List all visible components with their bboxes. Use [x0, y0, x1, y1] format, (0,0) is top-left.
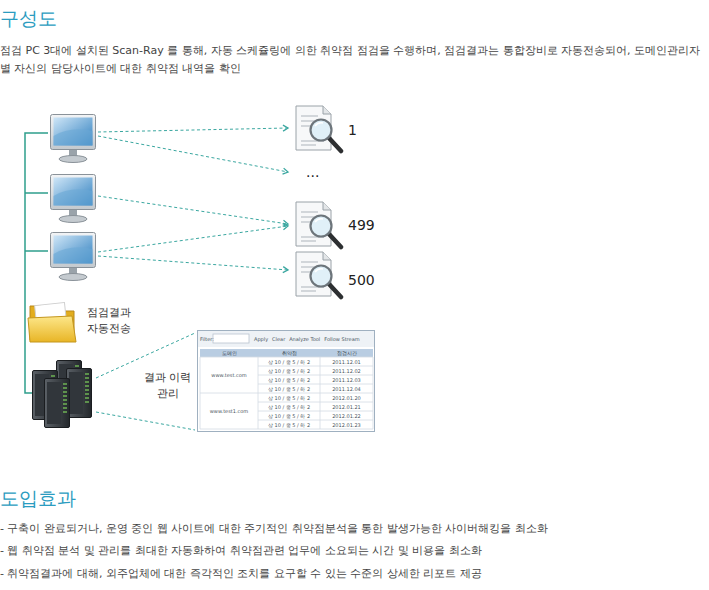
table-cell: 상 10 / 중 5 / 하 2 [258, 395, 320, 401]
table-cell: 2012.01.23 [320, 422, 373, 428]
bullet-text: - 웹 취약점 분석 및 관리를 최대한 자동화하여 취약점관련 업무에 소요되… [0, 542, 482, 560]
report-icon [296, 202, 341, 247]
section-heading: 도입효과 [0, 486, 76, 510]
table-cell: 상 10 / 중 5 / 하 2 [258, 368, 320, 374]
toolbar-text: Clear [272, 336, 285, 342]
callout-number: 499 [348, 216, 375, 234]
table-cell: www.test.com [200, 372, 258, 378]
callout-number: 1 [348, 121, 357, 139]
monitor-icon [51, 175, 96, 223]
report-icon [296, 252, 341, 297]
table-cell: 2011.12.04 [320, 386, 373, 392]
server-caption: 결과 이력관리 [140, 370, 195, 402]
table-cell: 상 10 / 중 5 / 하 2 [258, 386, 320, 392]
folder-caption: 점검결과 자동전송 [87, 305, 138, 337]
report-icon [296, 106, 341, 151]
table-cell: 상 10 / 중 5 / 하 2 [258, 377, 320, 383]
scan-arrows [98, 128, 288, 270]
table-header: 취약점 [258, 350, 320, 356]
bullet-text: - 구축이 완료되거나, 운영 중인 웹 사이트에 대한 주기적인 취약점분석을… [0, 520, 548, 538]
bullet-text: - 취약점결과에 대해, 외주업체에 대한 즉각적인 조치를 요구할 수 있는 … [0, 565, 482, 583]
description-text: 점검 PC 3대에 설치된 Scan-Ray 를 통해, 자동 스케쥴링에 의한… [0, 42, 706, 78]
callout-number: ... [306, 163, 319, 181]
server-icon [33, 361, 92, 428]
section-heading: 구성도 [0, 6, 57, 30]
callout-number: 500 [348, 271, 375, 289]
table-cell: 상 10 / 중 5 / 하 2 [258, 404, 320, 410]
table-cell: 2011.12.01 [320, 359, 373, 365]
table-cell: 2012.01.21 [320, 404, 373, 410]
result-table [198, 331, 375, 432]
table-header: 도메인 [200, 350, 258, 356]
leader-line [96, 333, 195, 430]
table-cell: 2012.01.20 [320, 395, 373, 401]
table-cell: 상 10 / 중 5 / 하 2 [258, 359, 320, 365]
toolbar-text: Apply [254, 336, 268, 342]
folder-icon [28, 303, 76, 342]
bus-line [25, 133, 48, 393]
toolbar-text: Filter: [200, 336, 214, 342]
table-cell: 2011.12.02 [320, 368, 373, 374]
table-header: 점검시간 [320, 350, 373, 356]
toolbar-text: Follow Stream [324, 336, 359, 342]
toolbar-text: Analyze Tool [289, 336, 320, 342]
table-cell: 상 10 / 중 5 / 하 2 [258, 413, 320, 419]
monitor-icon [51, 115, 96, 163]
table-cell: www.test1.com [200, 408, 258, 414]
table-cell: 상 10 / 중 5 / 하 2 [258, 422, 320, 428]
table-cell: 2012.01.22 [320, 413, 373, 419]
table-cell: 2011.12.03 [320, 377, 373, 383]
monitor-icon [51, 233, 96, 281]
